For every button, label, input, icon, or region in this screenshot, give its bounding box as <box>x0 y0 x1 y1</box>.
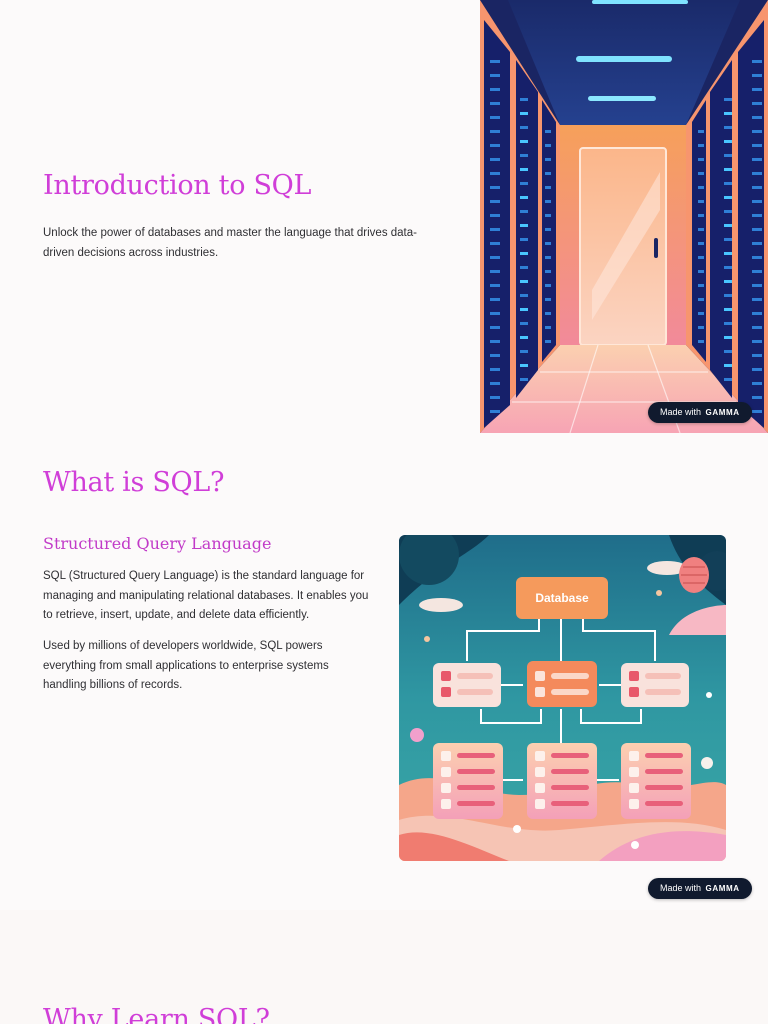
slide-what-is-sql: What is SQL? Structured Query Language S… <box>0 433 768 910</box>
slide-title: Why Learn SQL? <box>43 1004 270 1024</box>
badge-brand: GAMMA <box>705 408 740 417</box>
badge-prefix: Made with <box>660 407 702 417</box>
made-with-gamma-badge[interactable]: Made with GAMMA <box>648 402 752 423</box>
slide-subtitle: Structured Query Language <box>43 534 272 553</box>
slide-why-learn-sql: Why Learn SQL? <box>0 910 768 1024</box>
paragraph-2: Used by millions of developers worldwide… <box>43 640 329 691</box>
badge-brand: GAMMA <box>705 884 740 893</box>
made-with-gamma-badge[interactable]: Made with GAMMA <box>648 878 752 899</box>
server-room-illustration <box>480 0 768 433</box>
paragraph-1: SQL (Structured Query Language) is the s… <box>43 570 369 621</box>
badge-prefix: Made with <box>660 883 702 893</box>
slide-description: Unlock the power of databases and master… <box>43 227 417 259</box>
slide-title: What is SQL? <box>43 467 225 498</box>
database-diagram-illustration: Database <box>399 535 726 861</box>
slide-title: Introduction to SQL <box>43 170 312 201</box>
database-label: Database <box>535 591 589 605</box>
slide-introduction: Introduction to SQL Unlock the power of … <box>0 0 768 433</box>
